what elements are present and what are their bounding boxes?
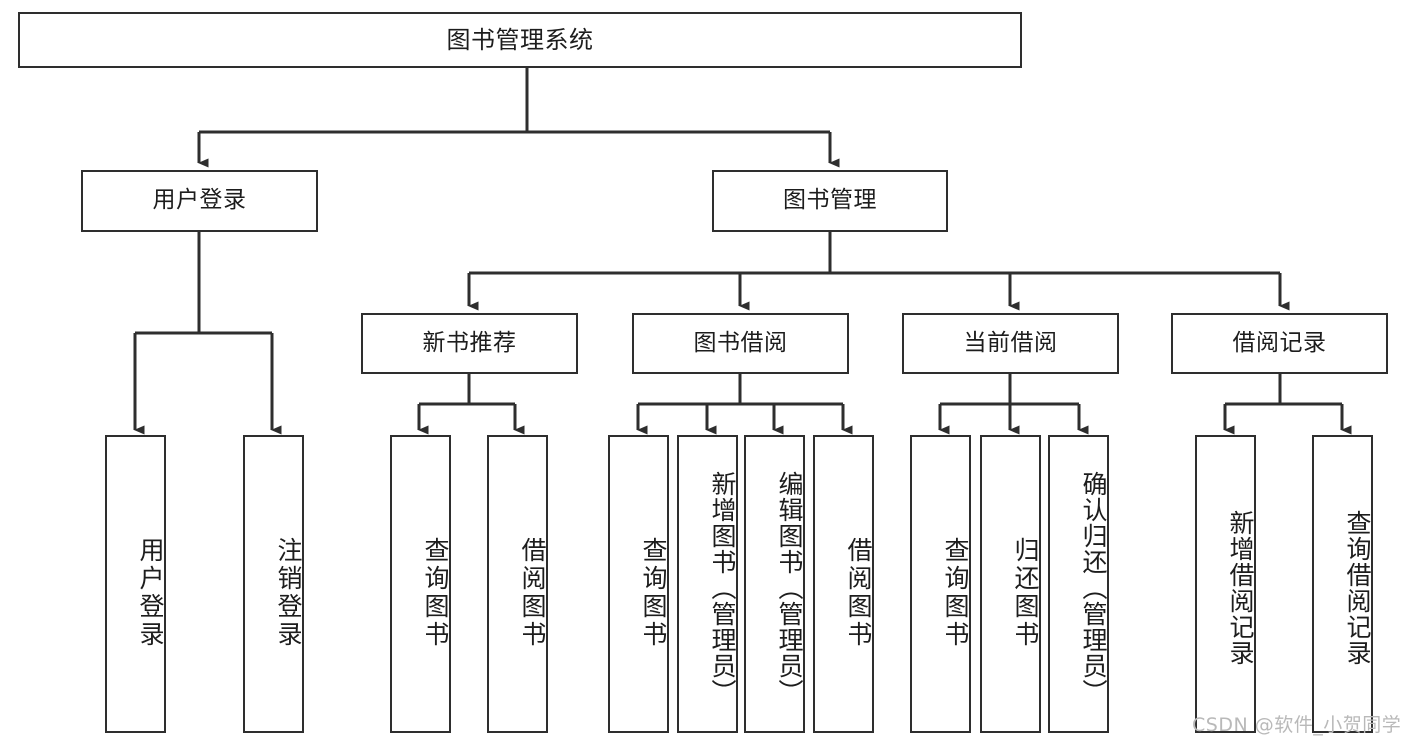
node-current-borrow[interactable]: 当前借阅 [902, 313, 1119, 374]
node-new-book-recommend-label: 新书推荐 [422, 329, 517, 356]
node-leaf-borrow-book-recommend[interactable]: 借阅图书 [487, 435, 548, 733]
node-leaf-add-borrow-record-label: 新增借阅记录 [1226, 510, 1255, 666]
node-leaf-user-login[interactable]: 用户登录 [105, 435, 166, 733]
node-leaf-add-book-label: 新增图书（管理员） [708, 471, 737, 705]
csdn-watermark: CSDN @软件_小贺同学 [1192, 714, 1402, 736]
node-leaf-logout-login-label: 注销登录 [274, 537, 303, 649]
node-leaf-query-borrow-record-label: 查询借阅记录 [1343, 510, 1372, 666]
node-leaf-query-borrow-record[interactable]: 查询借阅记录 [1312, 435, 1373, 733]
node-leaf-logout-login[interactable]: 注销登录 [243, 435, 304, 733]
node-current-borrow-label: 当前借阅 [963, 329, 1058, 356]
node-leaf-query-book-recommend-label: 查询图书 [421, 537, 450, 649]
node-leaf-edit-book-label: 编辑图书（管理员） [775, 471, 804, 705]
node-book-borrow-label: 图书借阅 [693, 329, 788, 356]
node-borrow-record[interactable]: 借阅记录 [1171, 313, 1388, 374]
node-root-book-management-system[interactable]: 图书管理系统 [18, 12, 1022, 68]
node-root-label: 图书管理系统 [446, 25, 594, 54]
node-user-login-label: 用户登录 [152, 187, 247, 214]
node-leaf-user-login-label: 用户登录 [136, 537, 165, 649]
node-leaf-edit-book[interactable]: 编辑图书（管理员） [744, 435, 805, 733]
node-leaf-query-book-current-label: 查询图书 [941, 537, 970, 649]
node-book-manage-label: 图书管理 [783, 187, 877, 214]
node-book-manage[interactable]: 图书管理 [712, 170, 948, 232]
node-new-book-recommend[interactable]: 新书推荐 [361, 313, 578, 374]
node-leaf-return-book-label: 归还图书 [1011, 537, 1040, 649]
node-leaf-query-book-borrow-label: 查询图书 [639, 537, 668, 649]
node-leaf-return-book[interactable]: 归还图书 [980, 435, 1041, 733]
node-leaf-borrow-book[interactable]: 借阅图书 [813, 435, 874, 733]
node-leaf-query-book-borrow[interactable]: 查询图书 [608, 435, 669, 733]
node-borrow-record-label: 借阅记录 [1232, 329, 1327, 356]
node-user-login[interactable]: 用户登录 [81, 170, 318, 232]
node-leaf-add-borrow-record[interactable]: 新增借阅记录 [1195, 435, 1256, 733]
node-leaf-borrow-book-recommend-label: 借阅图书 [518, 537, 547, 649]
node-leaf-add-book[interactable]: 新增图书（管理员） [677, 435, 738, 733]
node-leaf-borrow-book-label: 借阅图书 [844, 537, 873, 649]
node-book-borrow[interactable]: 图书借阅 [632, 313, 849, 374]
node-leaf-confirm-return-label: 确认归还（管理员） [1079, 471, 1108, 705]
node-leaf-confirm-return[interactable]: 确认归还（管理员） [1048, 435, 1109, 733]
node-leaf-query-book-current[interactable]: 查询图书 [910, 435, 971, 733]
node-leaf-query-book-recommend[interactable]: 查询图书 [390, 435, 451, 733]
